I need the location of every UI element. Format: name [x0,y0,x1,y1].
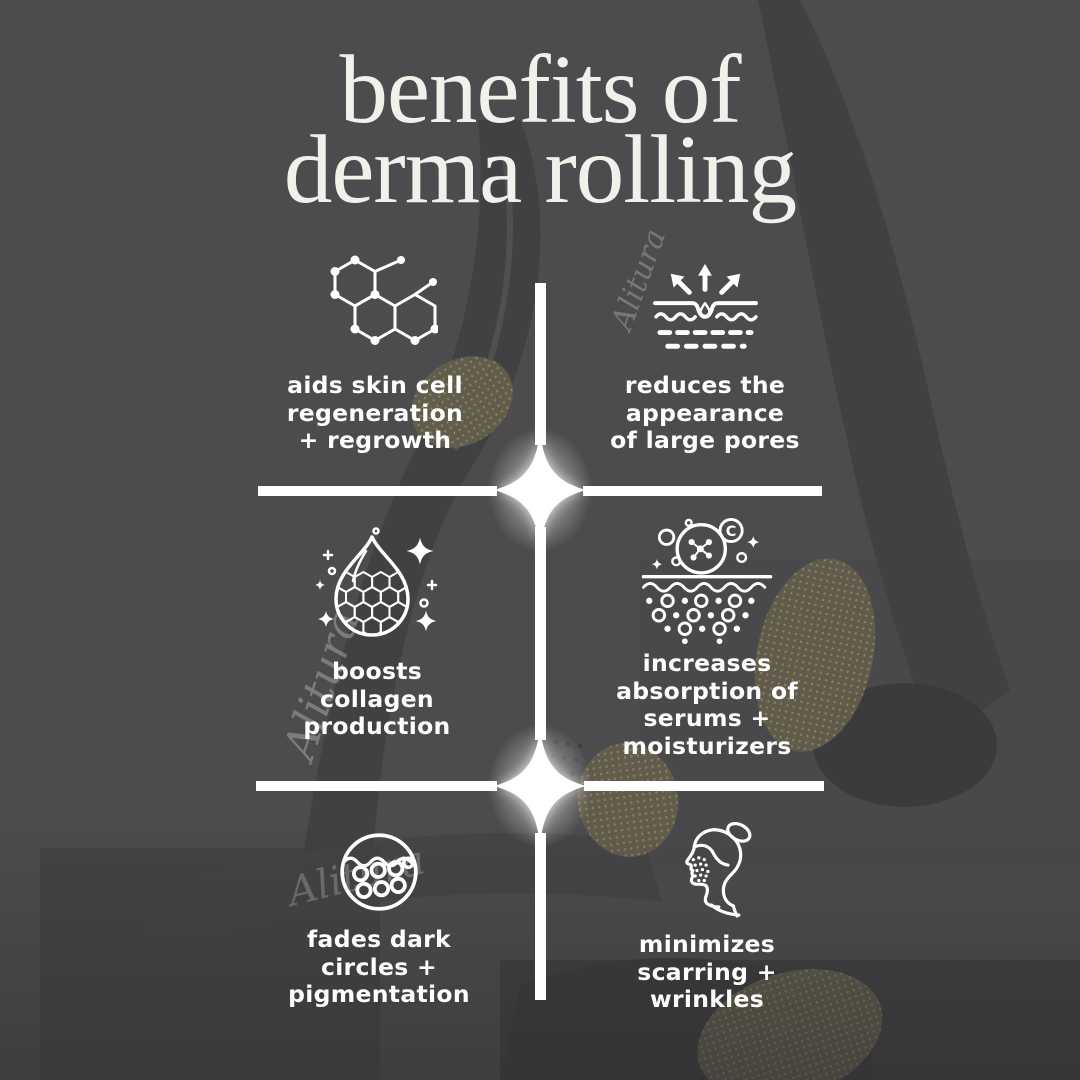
divider-horizontal-top-right [583,486,822,496]
label-line: absorption of [616,676,798,705]
sparkle-star-icon [488,724,592,848]
divider-vertical-middle [535,527,546,740]
derma-roller-silhouette [754,0,1010,807]
label-line: pigmentation [288,980,470,1008]
divider-vertical-bottom [535,833,546,1000]
label-line: increases [642,649,772,677]
label-line: collagen [320,684,434,713]
benefit-scarring-wrinkles: minimizes scarring + wrinkles [552,818,862,1014]
benefit-collagen: boosts collagen production [222,527,532,741]
absorption-icon: C [552,518,862,648]
label-line: reduces the [624,371,786,399]
label-line: of large pores [610,426,800,454]
face-profile-icon [552,818,862,924]
label-line: moisturizers [622,731,792,760]
collagen-droplet-icon [222,527,532,649]
gold-roller-head [754,558,876,752]
skin-cell-molecule-icon [220,250,530,360]
benefit-label: reduces the appearance of large pores [550,371,860,455]
label-line: fades dark [307,925,451,953]
divider-horizontal-top-left [258,486,497,496]
divider-vertical-top [535,283,546,445]
vitamin-c-label: C [725,524,736,540]
gold-roller-head [411,356,513,448]
label-line: aids skin cell [287,371,463,399]
pores-skin-icon [550,258,860,358]
title-line-1: benefits of [339,36,741,143]
benefit-label: aids skin cell regeneration + regrowth [220,371,530,455]
label-line: wrinkles [649,985,765,1013]
sparkles [314,537,436,632]
label-line: serums + [643,704,771,732]
page-title: benefits of derma rolling [0,36,1080,223]
benefit-large-pores: reduces the appearance of large pores [550,258,860,455]
label-line: appearance [625,398,785,427]
label-line: production [303,712,451,740]
divider-horizontal-bottom-left [256,781,497,791]
label-line: + regrowth [298,426,452,454]
benefit-dark-circles: fades dark circles + pigmentation [224,828,534,1009]
label-line: regeneration [286,398,464,427]
derma-roller-silhouette [295,120,583,905]
label-line: circles + [320,952,438,981]
benefit-label: fades dark circles + pigmentation [224,925,534,1009]
benefit-label: increases absorption of serums + moistur… [552,649,862,760]
label-line: boosts [331,657,423,685]
title-line-2: derma rolling [283,116,797,223]
label-line: minimizes [638,930,776,958]
benefit-skin-cell-regeneration: aids skin cell regeneration + regrowth [220,250,530,455]
benefit-absorption: C [552,518,862,760]
divider-horizontal-bottom-right [584,781,824,791]
label-line: scarring + [637,957,777,986]
sparkle-star-icon [488,428,592,552]
dark-circles-icon [224,828,534,918]
benefit-label: minimizes scarring + wrinkles [552,930,862,1014]
benefit-label: boosts collagen production [222,657,532,741]
